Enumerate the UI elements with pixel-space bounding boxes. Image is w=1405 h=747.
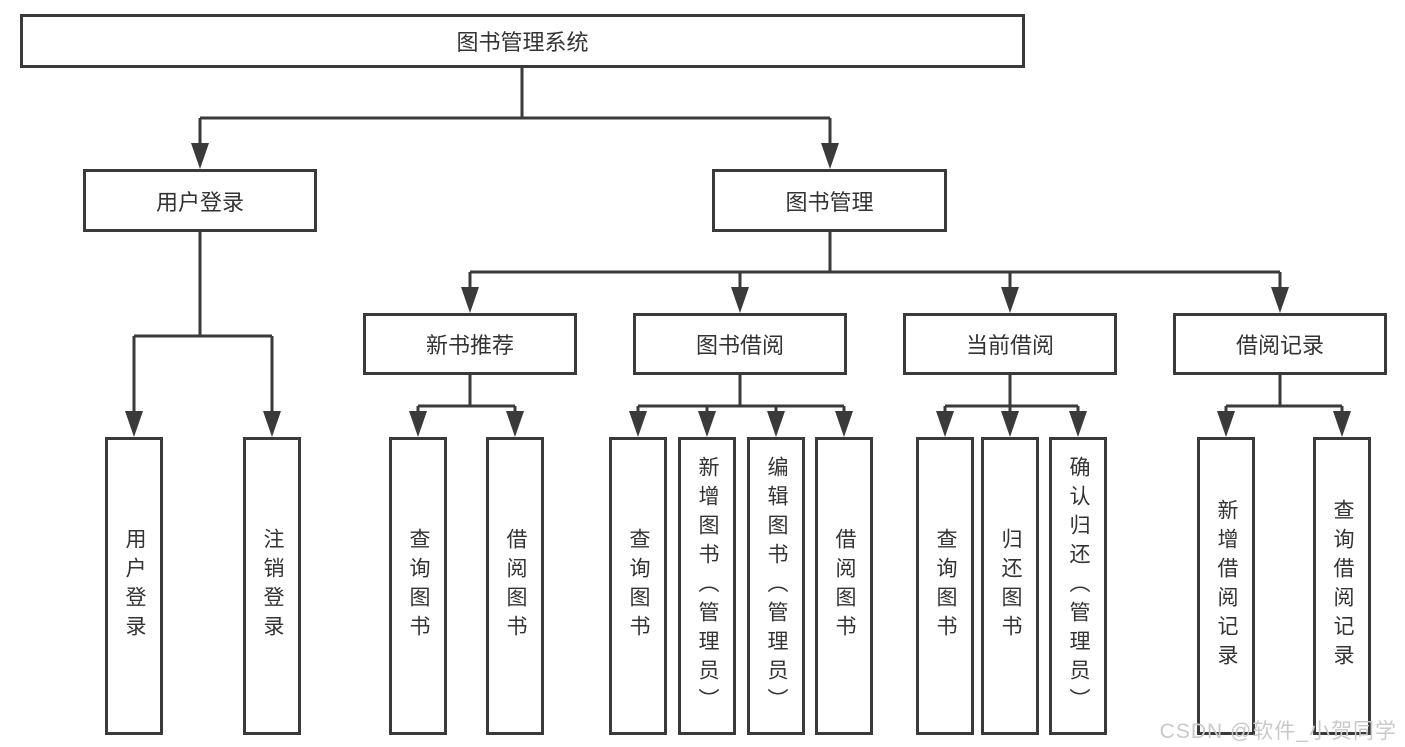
leaf-borrow-books-recommend: 借阅图书	[486, 437, 544, 735]
leaf-confirm-return-admin: 确认归还（管理员）	[1049, 437, 1107, 735]
arrow-down-icon	[409, 411, 427, 437]
arrow-down-icon	[125, 411, 143, 437]
arrow-down-icon	[506, 411, 524, 437]
leaf-add-borrow-record: 新增借阅记录	[1197, 437, 1255, 735]
arrow-down-icon	[191, 143, 209, 169]
leaf-query-books-recommend: 查询图书	[389, 437, 447, 735]
arrow-down-icon	[629, 411, 647, 437]
leaf-add-book-admin: 新增图书（管理员）	[678, 437, 736, 735]
connector-book-management-to-level3	[461, 232, 1289, 313]
leaf-query-books-current: 查询图书	[916, 437, 974, 735]
csdn-watermark: CSDN @软件_小贺同学	[1159, 720, 1397, 743]
arrow-down-icon	[698, 411, 716, 437]
arrow-down-icon	[1001, 287, 1019, 313]
leaf-return-books: 归还图书	[981, 437, 1039, 735]
leaf-query-borrow-record: 查询借阅记录	[1313, 437, 1371, 735]
arrow-down-icon	[1271, 287, 1289, 313]
connector-new-book-recommend-to-leaves	[409, 375, 524, 437]
arrow-down-icon	[1001, 411, 1019, 437]
node-book-borrowing: 图书借阅	[633, 313, 847, 375]
leaf-query-books-borrow: 查询图书	[609, 437, 667, 735]
leaf-borrow-books-borrow: 借阅图书	[815, 437, 873, 735]
node-root: 图书管理系统	[20, 14, 1025, 68]
connector-root-to-level2	[191, 68, 839, 169]
connector-user-login-to-leaves	[125, 232, 281, 437]
connector-current-borrowing-to-leaves	[936, 375, 1087, 437]
arrow-down-icon	[821, 143, 839, 169]
arrow-down-icon	[835, 411, 853, 437]
node-borrowing-records: 借阅记录	[1173, 313, 1387, 375]
leaf-edit-book-admin: 编辑图书（管理员）	[747, 437, 805, 735]
arrow-down-icon	[1333, 411, 1351, 437]
arrow-down-icon	[263, 411, 281, 437]
arrow-down-icon	[936, 411, 954, 437]
arrow-down-icon	[1217, 411, 1235, 437]
arrow-down-icon	[767, 411, 785, 437]
node-user-login: 用户登录	[83, 169, 317, 232]
node-new-book-recommend: 新书推荐	[363, 313, 577, 375]
connector-borrowing-records-to-leaves	[1217, 375, 1351, 437]
leaf-logout: 注销登录	[243, 437, 301, 735]
arrow-down-icon	[731, 287, 749, 313]
node-book-management: 图书管理	[712, 169, 947, 232]
connector-book-borrowing-to-leaves	[629, 375, 853, 437]
leaf-user-login: 用户登录	[105, 437, 163, 735]
arrow-down-icon	[461, 287, 479, 313]
arrow-down-icon	[1069, 411, 1087, 437]
node-current-borrowing: 当前借阅	[903, 313, 1117, 375]
